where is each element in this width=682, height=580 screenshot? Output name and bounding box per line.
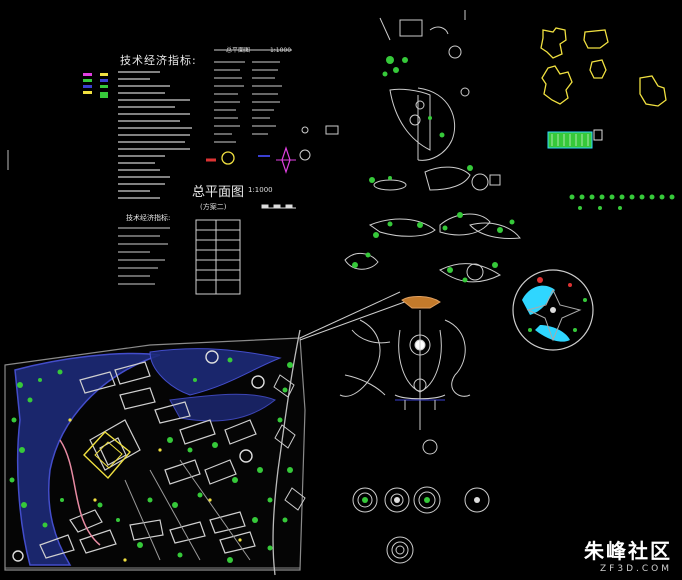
- road-buildings: [273, 374, 306, 511]
- leader-line: [299, 299, 411, 341]
- round-detail[interactable]: [512, 269, 594, 351]
- tech-econ-title: 技术经济指标:: [120, 54, 197, 67]
- watermark: 朱峰社区 ZF3D.COM: [584, 535, 672, 574]
- plan-subtitle: (方案二): [200, 203, 227, 211]
- tree-symbols: [352, 56, 515, 503]
- plaza-detail[interactable]: [339, 296, 471, 430]
- bottom-right-sketch: [344, 329, 391, 396]
- road-curve: [272, 329, 301, 576]
- green-building[interactable]: [547, 129, 603, 149]
- watermark-brand: 朱峰社区: [584, 539, 672, 563]
- scale-bar: [261, 204, 296, 209]
- second-table-title: 技术经济指标:: [126, 214, 171, 222]
- landscape-details[interactable]: [344, 10, 521, 564]
- plan-title: 总平面图: [192, 185, 245, 200]
- tech-econ-rows: [118, 71, 192, 199]
- lower-table: [118, 219, 241, 295]
- plan-scale: 1:1000: [248, 186, 273, 194]
- tree-legend: [569, 194, 675, 210]
- north-arrow-icon: [206, 125, 339, 174]
- stats-table: [214, 49, 292, 143]
- site-plan[interactable]: [4, 337, 306, 571]
- watermark-site: ZF3D.COM: [600, 564, 672, 574]
- building-footprints[interactable]: [540, 27, 667, 107]
- legend-swatches: [83, 73, 108, 98]
